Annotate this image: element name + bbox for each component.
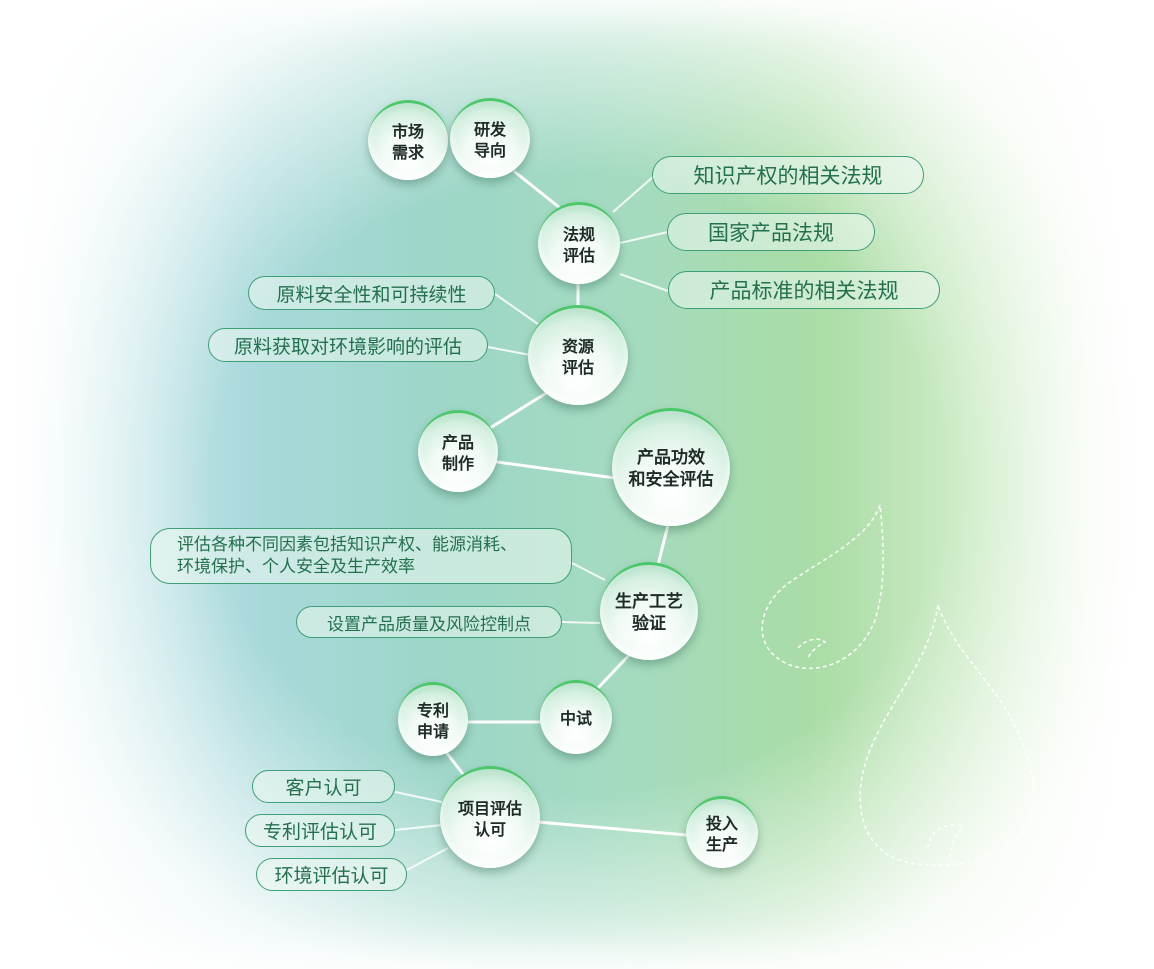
line-patent-approval	[394, 824, 443, 831]
node-project-approval-label: 项目评估 认可	[457, 798, 522, 839]
line-production-efficacy	[495, 460, 617, 480]
node-patent-application: 专利 申请	[398, 682, 468, 756]
node-regulation-assessment-label: 法规 评估	[562, 224, 595, 265]
line-ip-law	[612, 175, 655, 213]
node-process-validation-label: 生产工艺 验证	[615, 591, 683, 634]
line-project-launch	[536, 820, 688, 837]
node-project-approval: 项目评估 认可	[440, 766, 540, 868]
label-quality-control: 设置产品质量及风险控制点	[296, 606, 562, 638]
line-factors	[569, 561, 606, 581]
label-standard-regulation: 产品标准的相关法规	[668, 271, 940, 309]
node-rd-orientation: 研发 导向	[450, 98, 530, 178]
line-env-approval	[406, 847, 449, 871]
label-customer-approval: 客户认可	[252, 770, 395, 803]
node-market-demand: 市场 需求	[368, 100, 448, 180]
node-rd-orientation-label: 研发 导向	[473, 119, 506, 160]
node-product-production: 产品 制作	[418, 410, 498, 492]
label-factor-assessment: 评估各种不同因素包括知识产权、能源消耗、 环境保护、个人安全及生产效率	[150, 528, 572, 584]
line-material-env	[487, 346, 531, 356]
label-material-environment: 原料获取对环境影响的评估	[208, 328, 488, 362]
line-rd-regulation	[513, 170, 562, 210]
line-material-safety	[494, 293, 539, 325]
label-ip-regulation: 知识产权的相关法规	[652, 156, 924, 194]
line-efficacy-process	[656, 523, 670, 567]
small-leaf-stem-icon	[797, 638, 827, 659]
node-launch-production-label: 投入 生产	[705, 813, 738, 854]
line-quality	[561, 621, 601, 624]
label-environment-approval: 环境评估认可	[256, 858, 407, 891]
node-pilot-test: 中试	[540, 680, 612, 754]
line-customer	[394, 791, 443, 803]
label-material-safety: 原料安全性和可持续性	[248, 276, 495, 310]
node-regulation-assessment: 法规 评估	[538, 202, 620, 284]
line-standard-law	[619, 273, 669, 292]
node-efficacy-safety: 产品功效 和安全评估	[612, 408, 730, 526]
node-launch-production: 投入 生产	[686, 796, 758, 868]
line-process-pilot	[596, 650, 634, 690]
node-resource-assessment-label: 资源 评估	[561, 336, 594, 377]
large-leaf-icon	[859, 604, 1035, 867]
large-leaf-stem-icon	[927, 824, 964, 863]
node-market-demand-label: 市场 需求	[391, 121, 424, 162]
node-product-production-label: 产品 制作	[441, 432, 474, 473]
node-efficacy-safety-label: 产品功效 和安全评估	[628, 447, 714, 490]
label-patent-approval: 专利评估认可	[245, 814, 395, 847]
line-resource-production	[488, 390, 550, 430]
small-leaf-icon	[761, 504, 884, 670]
node-pilot-test-label: 中试	[559, 709, 592, 728]
node-resource-assessment: 资源 评估	[528, 305, 628, 405]
label-national-regulation: 国家产品法规	[667, 213, 875, 251]
line-national-law	[619, 231, 669, 244]
node-patent-application-label: 专利 申请	[416, 700, 449, 741]
node-process-validation: 生产工艺 验证	[600, 562, 698, 660]
